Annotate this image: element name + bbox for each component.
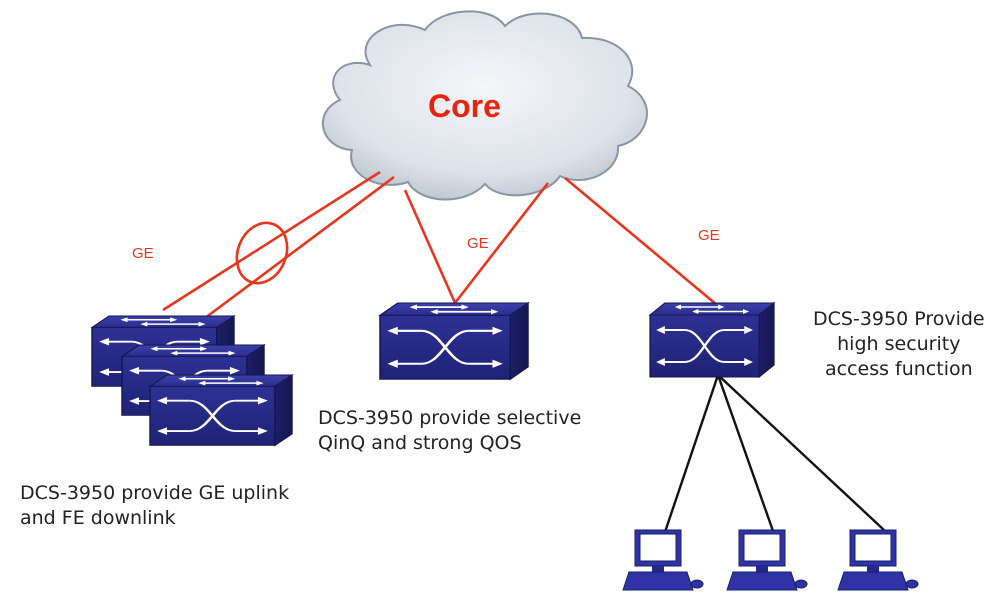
caption-right: DCS-3950 Provide high security access fu… xyxy=(813,308,985,380)
link-label-right: GE xyxy=(698,227,720,244)
caption-middle: DCS-3950 provide selective QinQ and stro… xyxy=(318,407,582,454)
computer-icon xyxy=(726,529,808,591)
link-label-left: GE xyxy=(132,245,154,262)
core-label: Core xyxy=(428,88,501,124)
link-aggregation-ring xyxy=(235,221,289,285)
access-links xyxy=(663,374,885,533)
link-middle-a xyxy=(403,189,457,304)
computer-icon xyxy=(837,529,919,591)
switch-right xyxy=(648,301,776,379)
switch-stack-left xyxy=(90,314,294,447)
caption-left: DCS-3950 provide GE uplink and FE downli… xyxy=(20,482,290,529)
link-left-b xyxy=(204,175,395,320)
switch-middle xyxy=(378,301,530,381)
link-middle-b xyxy=(453,182,550,304)
links xyxy=(162,170,718,320)
computer-icon xyxy=(622,529,704,591)
link-left-a xyxy=(162,170,381,312)
link-right xyxy=(564,177,718,306)
computers xyxy=(622,529,919,591)
core-cloud xyxy=(321,10,648,201)
link-label-middle: GE xyxy=(467,235,489,252)
